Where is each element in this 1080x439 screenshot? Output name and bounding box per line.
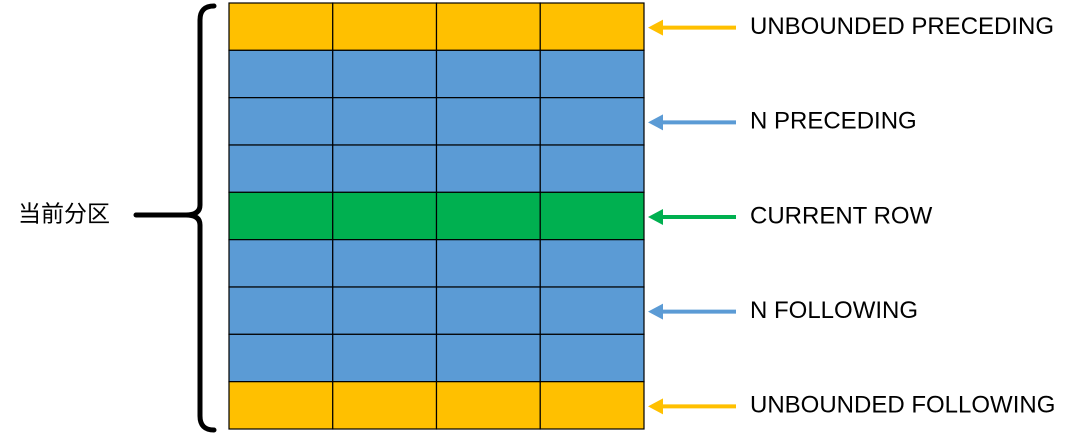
grid-cell-window: [228, 239, 334, 288]
partition-grid: [228, 2, 645, 430]
grid-cell-current: [332, 191, 438, 241]
grid-cell-boundary: [228, 2, 334, 51]
grid-cell-window: [435, 239, 541, 288]
current-row-marker: CURRENT ROW: [648, 202, 933, 229]
grid-cell-boundary: [332, 381, 438, 430]
grid-cell-window: [435, 97, 541, 146]
grid-cell-window: [228, 286, 334, 335]
grid-cell-window: [332, 144, 438, 193]
partition-label: 当前分区: [18, 202, 110, 228]
grid-cell-boundary: [228, 381, 334, 430]
grid-cell-window: [435, 144, 541, 193]
n-following-marker: N FOLLOWING: [648, 297, 918, 324]
grid-cell-window: [539, 239, 645, 288]
grid-cell-window: [332, 286, 438, 335]
grid-cell-window: [332, 97, 438, 146]
grid-cell-window: [435, 286, 541, 335]
grid-cell-boundary: [435, 381, 541, 430]
grid-cell-window: [539, 144, 645, 193]
current-row-label: CURRENT ROW: [750, 202, 933, 229]
grid-cell-window: [228, 97, 334, 146]
grid-cell-current: [539, 191, 645, 241]
unbounded-following-label: UNBOUNDED FOLLOWING: [750, 392, 1055, 419]
grid-cell-window: [435, 49, 541, 99]
n-following-arrow-head: [648, 303, 663, 320]
n-preceding-marker: N PRECEDING: [648, 108, 917, 135]
n-following-label: N FOLLOWING: [750, 297, 918, 324]
frame-markers: UNBOUNDED PRECEDING N PRECEDING CURRENT RO…: [648, 13, 1055, 419]
grid-cell-window: [332, 333, 438, 383]
grid-cell-window: [228, 49, 334, 99]
current-row-arrow-head: [648, 209, 663, 225]
grid-cell-boundary: [332, 2, 438, 51]
partition-brace: 当前分区: [18, 3, 217, 433]
grid-cell-window: [435, 333, 541, 383]
grid-cell-window: [539, 97, 645, 146]
unbounded-preceding-marker: UNBOUNDED PRECEDING: [648, 13, 1054, 40]
grid-cell-boundary: [435, 2, 541, 51]
partition-brace-path: [183, 3, 217, 433]
n-preceding-arrow-head: [648, 114, 663, 131]
grid-cell-window: [332, 49, 438, 99]
unbounded-preceding-arrow-head: [648, 19, 663, 36]
unbounded-following-marker: UNBOUNDED FOLLOWING: [648, 392, 1055, 419]
grid-cell-window: [332, 239, 438, 288]
unbounded-preceding-label: UNBOUNDED PRECEDING: [750, 13, 1054, 40]
grid-cell-window: [539, 333, 645, 383]
n-preceding-label: N PRECEDING: [750, 108, 917, 135]
unbounded-following-arrow-head: [648, 398, 663, 415]
grid-cell-window: [539, 49, 645, 99]
grid-cell-current: [435, 191, 541, 241]
grid-cell-boundary: [539, 381, 645, 430]
grid-cell-boundary: [539, 2, 645, 51]
grid-cell-current: [228, 191, 334, 241]
grid-cell-window: [539, 286, 645, 335]
grid-cell-window: [228, 144, 334, 193]
grid-cell-window: [228, 333, 334, 383]
